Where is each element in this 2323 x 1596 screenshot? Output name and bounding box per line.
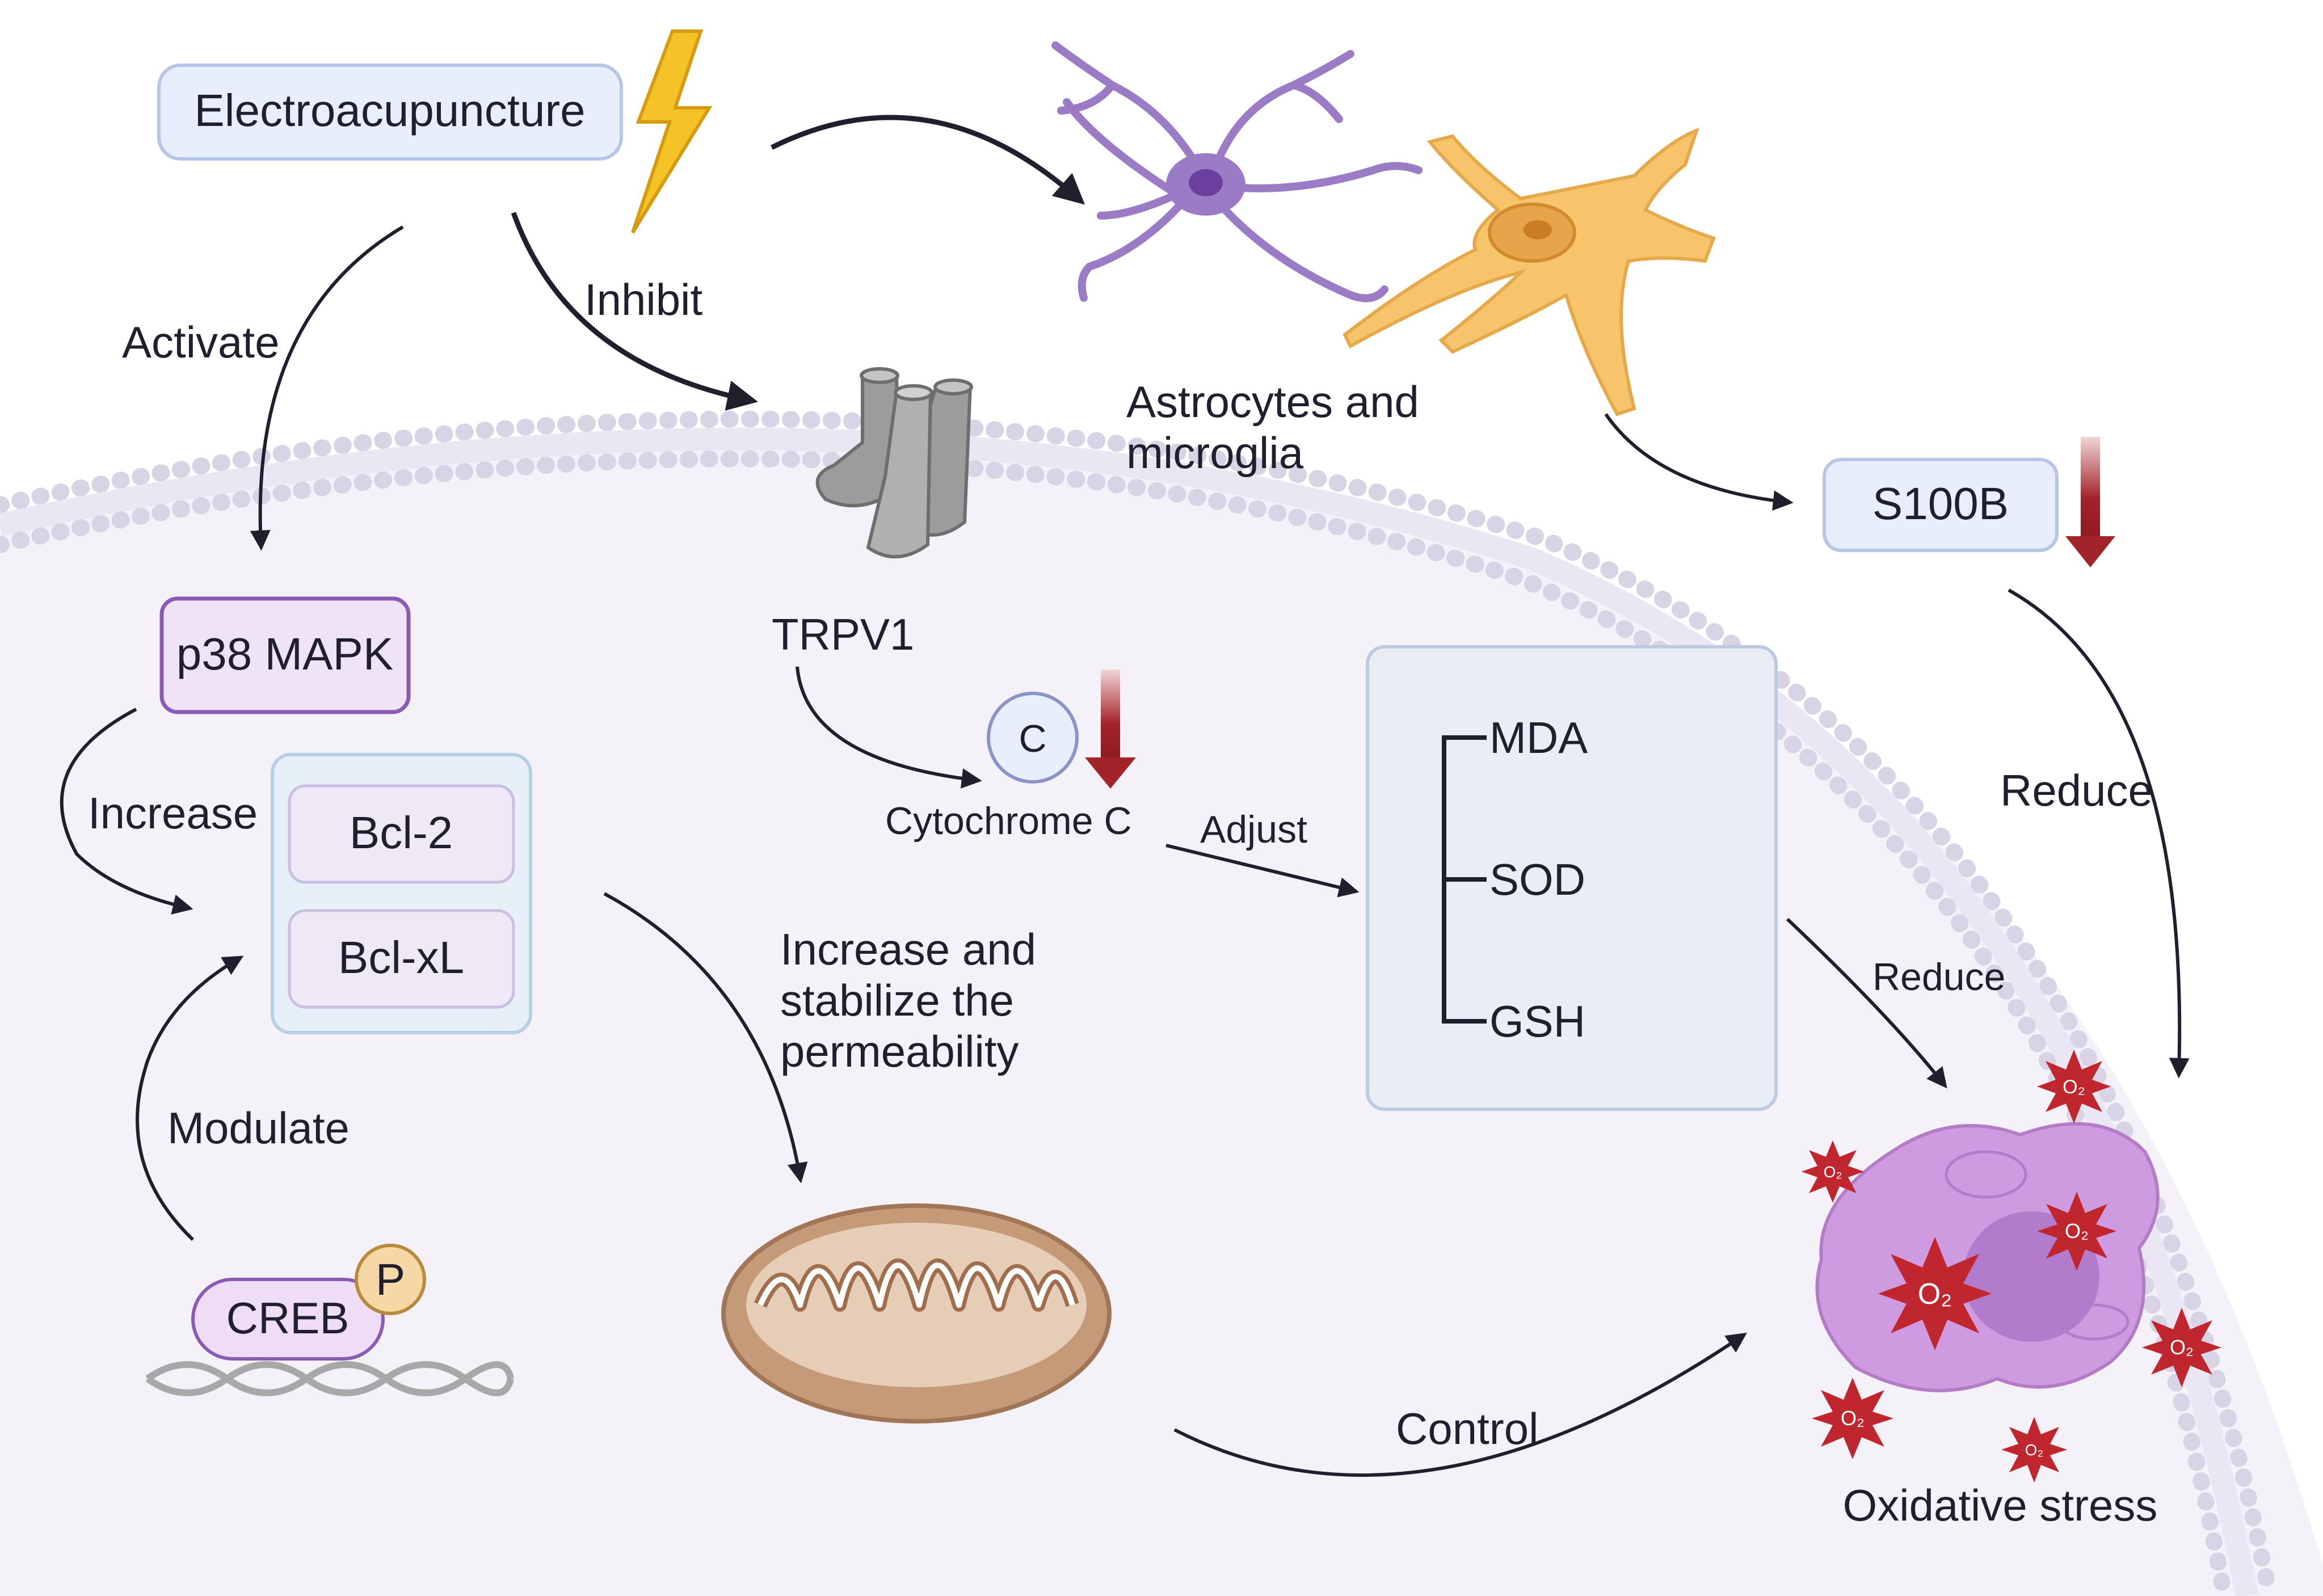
oxidative-stress-label: Oxidative stress <box>1843 1480 2158 1530</box>
reduce-markers-label: Reduce <box>1872 955 2005 999</box>
phosphate-label: P <box>376 1254 405 1304</box>
p38-mapk-box <box>159 596 411 714</box>
ros-star-icon: O₂ <box>2037 1191 2116 1271</box>
ros-label: O₂ <box>2063 1076 2085 1098</box>
arrow-modulate <box>136 955 244 1241</box>
ros-star-icon: O₂ <box>1878 1237 1992 1350</box>
bcl2-label: Bcl-2 <box>350 807 453 858</box>
arrow-activate <box>250 225 404 551</box>
electroacupuncture-label: Electroacupuncture <box>194 85 585 136</box>
s100b-label: S100B <box>1872 478 2009 529</box>
s100b-decrease-arrow-icon <box>2065 437 2115 567</box>
ros-label: O₂ <box>1918 1278 1952 1311</box>
arrow-control <box>1173 1332 1747 1477</box>
arrow-increase <box>60 708 193 915</box>
activate-label: Activate <box>122 317 279 367</box>
permeability-label-line3: permeability <box>780 1026 1019 1076</box>
ros-label: O₂ <box>2065 1219 2089 1243</box>
sod-label: SOD <box>1489 854 1585 904</box>
arrow-inhibit <box>511 212 758 411</box>
ros-star-icon: O₂ <box>2001 1417 2067 1483</box>
cytochrome-decrease-arrow-icon <box>1085 669 1136 789</box>
cytochrome-c-badge: C <box>1019 717 1046 760</box>
lightning-icon <box>631 30 713 234</box>
astrocytes-label-line1: Astrocytes and <box>1126 377 1419 427</box>
creb-label: CREB <box>226 1293 350 1343</box>
ros-star-icon: O₂ <box>1802 1140 1864 1203</box>
bclxl-box <box>288 909 515 1009</box>
oxidative-markers-panel <box>1366 645 1778 1111</box>
trpv1-receptor-icon <box>815 367 973 559</box>
control-label: Control <box>1396 1404 1538 1454</box>
cytochrome-c-label: Cytochrome C <box>885 799 1132 843</box>
gsh-label: GSH <box>1489 996 1585 1046</box>
bclxl-label: Bcl-xL <box>338 932 464 983</box>
arrow-to-neuron <box>770 115 1085 205</box>
increase-label: Increase <box>88 788 258 838</box>
ros-label: O₂ <box>2170 1336 2194 1359</box>
inhibit-label: Inhibit <box>584 275 702 325</box>
astrocytes-label-line2: microglia <box>1126 428 1304 478</box>
p38-mapk-label: p38 MAPK <box>176 629 393 679</box>
electroacupuncture-box <box>157 64 623 161</box>
neuron-icon <box>1051 41 1423 302</box>
ros-stars: O₂ O₂ O₂ O₂ O₂ O₂ O₂ <box>1802 1050 2221 1483</box>
ros-label: O₂ <box>2025 1441 2044 1459</box>
permeability-label-line2: stabilize the <box>780 975 1014 1025</box>
bcl2-box <box>288 784 515 884</box>
ros-star-icon: O₂ <box>2037 1050 2111 1123</box>
ros-label: O₂ <box>1841 1406 1865 1430</box>
ros-star-icon: O₂ <box>2142 1308 2221 1387</box>
permeability-label-line1: Increase and <box>780 924 1036 974</box>
phosphate-badge <box>355 1244 426 1315</box>
dna-helix-icon <box>145 1361 514 1396</box>
s100b-box <box>1823 458 2059 552</box>
arrow-reduce-s100b <box>2008 588 2190 1079</box>
markers-bracket <box>1442 735 1487 1024</box>
ros-star-icon: O₂ <box>1812 1378 1893 1459</box>
cytochrome-c-circle <box>987 692 1079 784</box>
creb-box <box>191 1278 385 1361</box>
ros-label: O₂ <box>1824 1163 1842 1181</box>
reduce-s100b-label: Reduce <box>2000 765 2153 815</box>
arrow-permeability <box>603 892 808 1184</box>
arrow-trpv1-cytochrome <box>796 666 982 789</box>
mda-label: MDA <box>1489 713 1588 763</box>
trpv1-label: TRPV1 <box>772 609 914 659</box>
modulate-label: Modulate <box>167 1103 350 1153</box>
arrow-reduce-markers <box>1786 917 1947 1089</box>
mitochondrion-icon <box>721 1203 1112 1424</box>
astrocyte-icon <box>1343 127 1716 416</box>
pathway-arrows <box>60 115 2190 1477</box>
arrow-adjust <box>1165 844 1360 898</box>
adjust-label: Adjust <box>1200 808 1307 851</box>
arrow-to-s100b <box>1604 413 1794 511</box>
